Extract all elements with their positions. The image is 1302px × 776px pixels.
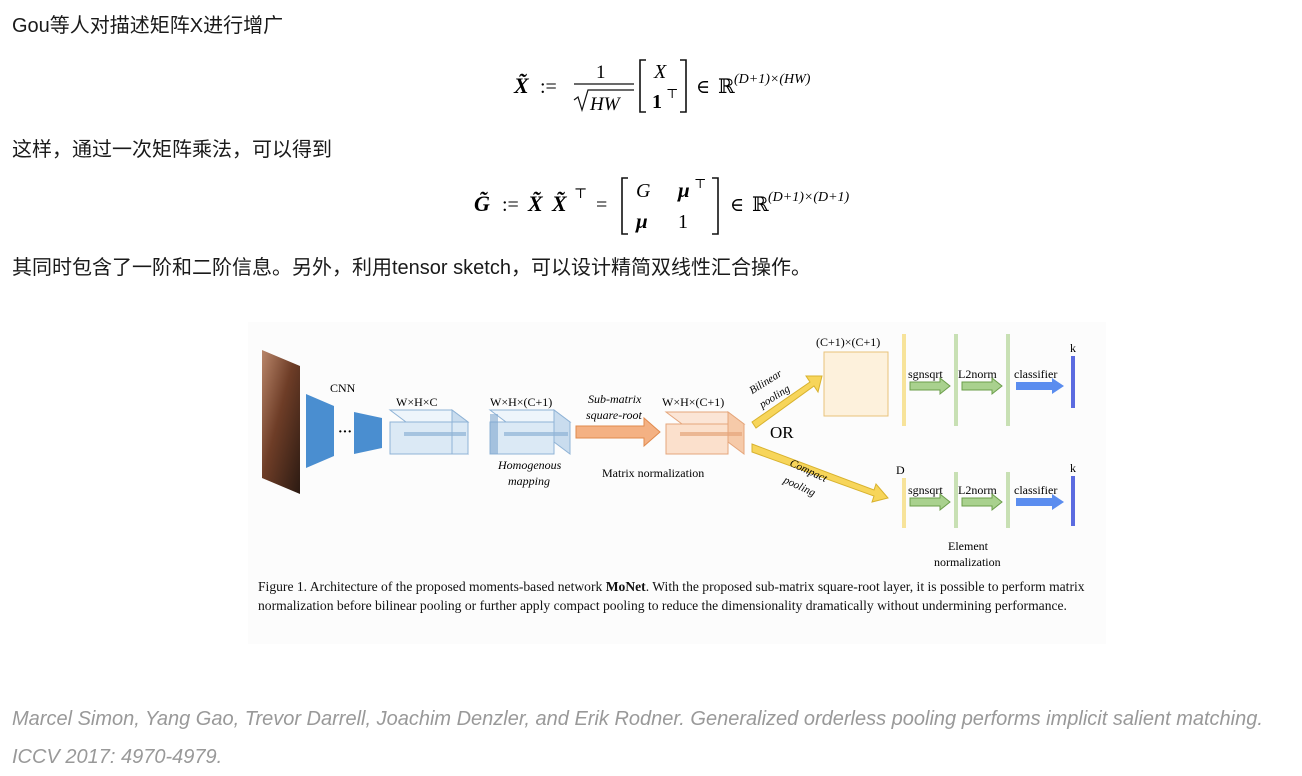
top-output-bar (1071, 356, 1075, 408)
eq1-frac-den: HW (589, 94, 622, 115)
input-image (262, 350, 300, 494)
label-classifier-top: classifier (1014, 367, 1057, 381)
label-d: D (896, 463, 905, 477)
bottom-vector-bar (902, 478, 906, 528)
eq1-frac-num: 1 (596, 62, 606, 83)
equation-g-tilde: G̃ := X̃ X̃ ⊤ = G μ ⊤ μ 1 ∈ ℝ (D+1)×(D+1… (462, 170, 902, 240)
eq1-space-sup: (D+1)×(HW) (734, 72, 811, 87)
eq1-matrix-bottom-sup: ⊤ (666, 86, 678, 101)
eq2-m11: G (636, 180, 651, 202)
tensor-whc1-homogenous (490, 410, 570, 454)
eq2-m22: 1 (678, 211, 688, 233)
label-whc1-b: W×H×(C+1) (662, 395, 724, 409)
eq2-equals: = (596, 194, 607, 216)
label-dots: ··· (338, 425, 352, 440)
eq2-m21: μ (635, 209, 648, 233)
eq1-matrix-top: X (653, 61, 667, 83)
label-l2norm-bot: L2norm (958, 483, 997, 497)
eq2-in: ∈ (730, 195, 744, 216)
submatrix-arrow (576, 418, 660, 446)
top-green-bar-2 (1006, 334, 1010, 426)
label-sgnsqrt-bot: sgnsqrt (908, 483, 943, 497)
bottom-green-bar-2 (1006, 472, 1010, 528)
equation-augmented-x: X̃ := 1 HW X 1 ⊤ ∈ ℝ (D+1)×(HW) (500, 54, 860, 120)
caption-prefix: Figure 1. Architecture of the proposed m… (258, 579, 606, 594)
label-or: OR (770, 423, 794, 442)
label-element: Element (948, 539, 989, 553)
eq2-m12: μ (677, 178, 690, 202)
bottom-green-bar-1 (954, 472, 958, 528)
eq1-assign: := (540, 76, 557, 98)
eq2-assign: := (502, 194, 519, 216)
eq2-space: ℝ (752, 194, 769, 216)
caption-monet: MoNet (606, 579, 646, 594)
label-whc1-a: W×H×(C+1) (490, 395, 552, 409)
label-c1c1: (C+1)×(C+1) (816, 335, 880, 349)
reference-citation: Marcel Simon, Yang Gao, Trevor Darrell, … (12, 700, 1292, 776)
paragraph-matrix-mult: 这样，通过一次矩阵乘法，可以得到 (12, 136, 332, 164)
label-l2norm-top: L2norm (958, 367, 997, 381)
eq1-space: ℝ (718, 76, 735, 98)
eq2-rhs-a: X̃ (527, 191, 544, 216)
eq2-rhs-b: X̃ (551, 191, 568, 216)
label-classifier-bot: classifier (1014, 483, 1057, 497)
architecture-diagram: CNN ··· W×H×C W×H×(C+1) Homogenous mappi… (248, 322, 1106, 572)
monet-architecture-figure: CNN ··· W×H×C W×H×(C+1) Homogenous mappi… (248, 322, 1106, 644)
cnn-block-small (354, 412, 382, 454)
eq2-lhs: G̃ (474, 191, 490, 216)
tensor-whc1-normalized (666, 412, 744, 454)
label-sgnsqrt-top: sgnsqrt (908, 367, 943, 381)
bilinear-matrix (824, 352, 888, 416)
paragraph-first-second-order: 其同时包含了一阶和二阶信息。另外，利用tensor sketch，可以设计精简双… (12, 254, 811, 282)
label-element-normalization: normalization (934, 555, 1001, 569)
eq1-lhs: X̃ (513, 73, 530, 98)
label-cnn: CNN (330, 381, 356, 395)
paragraph-intro: Gou等人对描述矩阵X进行增广 (12, 12, 283, 40)
label-square-root: square-root (586, 408, 642, 422)
label-matrix-normalization: Matrix normalization (602, 466, 704, 480)
eq2-rhs-sup: ⊤ (574, 187, 587, 202)
eq2-m12-sup: ⊤ (694, 176, 706, 191)
label-mapping: mapping (508, 474, 550, 488)
figure-caption: Figure 1. Architecture of the proposed m… (258, 578, 1094, 615)
eq2-space-sup: (D+1)×(D+1) (768, 190, 850, 205)
label-submatrix: Sub-matrix (588, 392, 642, 406)
label-homogenous: Homogenous (497, 458, 562, 472)
top-vector-bar (902, 334, 906, 426)
cnn-block-large (306, 394, 334, 468)
tensor-whc (390, 410, 468, 454)
eq1-in: ∈ (696, 77, 710, 98)
label-k-top: k (1070, 341, 1076, 355)
bottom-output-bar (1071, 476, 1075, 526)
label-k-bot: k (1070, 461, 1076, 475)
label-whc: W×H×C (396, 395, 438, 409)
eq1-matrix-bottom: 1 (652, 91, 662, 113)
